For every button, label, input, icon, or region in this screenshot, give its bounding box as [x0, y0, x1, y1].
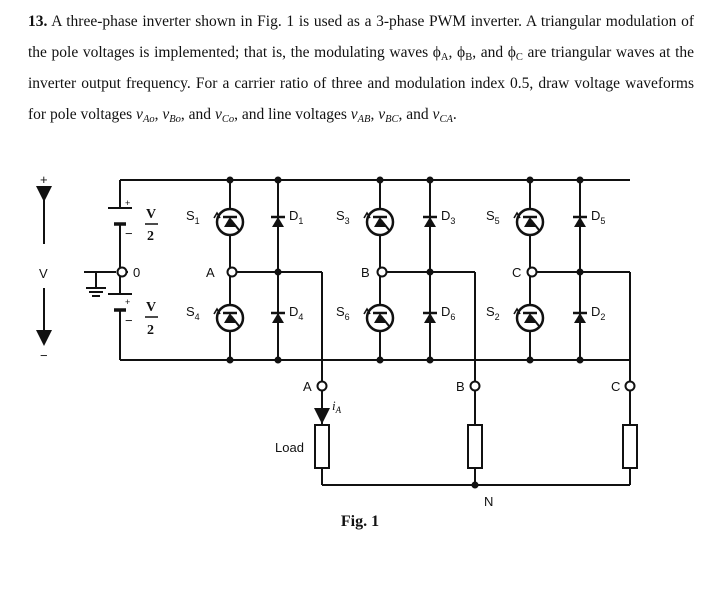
- phi-c: ϕC: [507, 44, 523, 63]
- label-s4: S4: [186, 304, 200, 322]
- load-resistor-a: [314, 424, 330, 469]
- switch-s1: [213, 207, 245, 237]
- label-half-v-top-den: 2: [147, 229, 154, 244]
- switch-s2: [513, 303, 545, 333]
- label-node-c-out: C: [611, 379, 620, 394]
- terminal-a-out: [316, 380, 328, 392]
- label-node-0: 0: [133, 265, 140, 280]
- label-node-b-mid: B: [361, 265, 370, 280]
- label-battery-minus-top: −: [125, 226, 133, 241]
- label-s2: S2: [486, 304, 500, 322]
- label-half-v-bottom-den: 2: [147, 323, 154, 338]
- terminal-b-out: [469, 380, 481, 392]
- diode-s2: [573, 311, 587, 323]
- problem-number: 13.: [28, 13, 48, 30]
- problem-text-2: are triangular waves at the inverter out…: [28, 44, 695, 123]
- label-d5: D5: [591, 208, 605, 226]
- figure-caption: Fig. 1: [340, 513, 380, 530]
- terminal-zero: [116, 266, 128, 278]
- v-ao: vAo: [136, 106, 155, 125]
- junction-dots: [116, 176, 584, 489]
- output-terminals: [116, 266, 636, 392]
- problem-statement: 13. A three-phase inverter shown in Fig.…: [28, 13, 695, 125]
- label-s1: S1: [186, 208, 200, 226]
- label-battery-minus-bottom: −: [125, 313, 133, 328]
- label-plus-top: +: [40, 172, 48, 187]
- problem-text-1: A three-phase inverter shown in Fig. 1 i…: [28, 13, 694, 61]
- phi-b: ϕB: [457, 44, 473, 63]
- v-bc: vBC: [378, 106, 399, 125]
- terminal-b-mid: [376, 266, 388, 278]
- terminal-a-mid: [226, 266, 238, 278]
- diode-s1: [271, 215, 285, 227]
- diode-s3: [423, 215, 437, 227]
- label-d2: D2: [591, 304, 605, 322]
- label-node-c-mid: C: [512, 265, 521, 280]
- diode-s6: [423, 311, 437, 323]
- ground-icon: [86, 287, 106, 297]
- v-bo: vBo: [162, 106, 181, 125]
- label-half-v-top-num: V: [146, 207, 156, 222]
- batteries: [108, 207, 132, 312]
- label-node-a-mid: A: [206, 265, 215, 280]
- label-d6: D6: [441, 304, 455, 322]
- label-battery-plus-bottom: +: [125, 297, 130, 307]
- label-node-b-out: B: [456, 379, 465, 394]
- label-current-ia: iA: [332, 398, 342, 415]
- diagram-labels: + V − + − V 2 + − V 2 0 A B C A B C N iA…: [39, 172, 620, 509]
- switch-s4: [213, 303, 245, 333]
- v-co: vCo: [214, 106, 235, 125]
- label-s5: S5: [486, 208, 500, 226]
- label-d3: D3: [441, 208, 455, 226]
- switch-s3: [363, 207, 395, 237]
- v-ab: vAB: [350, 106, 371, 125]
- problem-text-3: , and line voltages: [234, 106, 351, 123]
- diode-s4: [271, 311, 285, 323]
- switch-s5: [513, 207, 545, 237]
- label-battery-plus-top: +: [125, 198, 130, 208]
- terminal-c-out: [624, 380, 636, 392]
- switch-s6: [363, 303, 395, 333]
- label-minus-bottom: −: [40, 348, 48, 363]
- label-s3: S3: [336, 208, 350, 226]
- v-ca: vCA: [432, 106, 453, 125]
- phi-a: ϕA: [432, 44, 449, 63]
- load-resistor-b: [467, 424, 483, 469]
- terminal-c-mid: [526, 266, 538, 278]
- load-resistors: [314, 424, 638, 469]
- diode-s5: [573, 215, 587, 227]
- label-node-a-out: A: [303, 379, 312, 394]
- label-d1: D1: [289, 208, 303, 226]
- label-load: Load: [275, 440, 304, 455]
- label-s6: S6: [336, 304, 350, 322]
- label-d4: D4: [289, 304, 303, 322]
- label-node-n: N: [484, 494, 493, 509]
- label-half-v-bottom-num: V: [146, 300, 156, 315]
- label-v-supply: V: [39, 266, 48, 281]
- load-resistor-c: [622, 424, 638, 469]
